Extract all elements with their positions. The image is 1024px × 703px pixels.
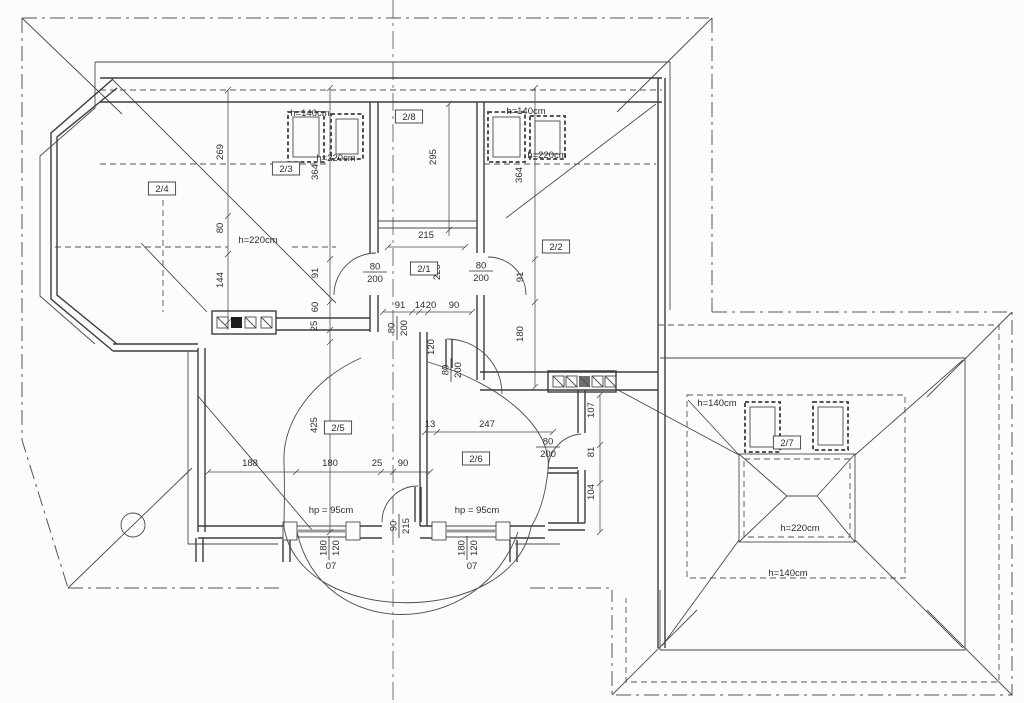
chimney-block-right bbox=[547, 370, 617, 393]
chimney-block-left bbox=[211, 310, 277, 335]
dim-label: 07 bbox=[326, 561, 337, 572]
room-label-box-2-5 bbox=[323, 420, 353, 435]
svg-text:80: 80 bbox=[543, 437, 554, 448]
svg-text:80: 80 bbox=[441, 365, 452, 376]
room-label-2-3: 2/3 bbox=[279, 164, 292, 175]
room-label-box-2-8 bbox=[394, 109, 424, 124]
room-label-box-2-3 bbox=[271, 161, 301, 176]
svg-text:120: 120 bbox=[469, 540, 480, 556]
dim-label: 295 bbox=[428, 149, 439, 165]
dim-label: 81 bbox=[586, 447, 597, 458]
roof-outline-annex bbox=[611, 311, 1013, 696]
svg-text:200: 200 bbox=[473, 273, 489, 284]
room-label-2-8: 2/8 bbox=[402, 112, 415, 123]
dim-label: h=140cm bbox=[697, 398, 736, 409]
dim-label: 188 bbox=[242, 458, 258, 469]
dim-label: 269 bbox=[215, 144, 226, 160]
dim-label: 91 bbox=[515, 272, 526, 283]
dim-label: 91 bbox=[310, 268, 321, 279]
dim-label: h=140cm bbox=[290, 108, 329, 119]
dim-label: hp = 95cm bbox=[309, 505, 354, 516]
eaves-outline-main bbox=[39, 61, 671, 545]
dim-label: 215 bbox=[418, 230, 434, 241]
svg-text:200: 200 bbox=[399, 320, 410, 336]
dim-label: hp = 95cm bbox=[455, 505, 500, 516]
room-label-box-2-2 bbox=[541, 239, 571, 254]
roof-outline-main bbox=[21, 17, 713, 589]
room-label-box-2-1 bbox=[409, 261, 439, 276]
svg-text:180: 180 bbox=[319, 540, 330, 556]
annex-pyramid-roof bbox=[661, 359, 964, 649]
svg-text:90: 90 bbox=[389, 521, 400, 532]
floor-plan-walls bbox=[50, 77, 666, 648]
roof-hip-lines bbox=[112, 79, 740, 531]
dim-label: 20 bbox=[426, 300, 437, 311]
dim-label: 25 bbox=[309, 321, 320, 332]
svg-text:180: 180 bbox=[457, 540, 468, 556]
room-label-2-7: 2/7 bbox=[780, 438, 793, 449]
room-label-2-5: 2/5 bbox=[331, 423, 344, 434]
room-label-box-2-7 bbox=[772, 435, 802, 450]
door-swings bbox=[333, 252, 582, 523]
dim-label: 07 bbox=[467, 561, 478, 572]
terrace-curves bbox=[283, 357, 549, 615]
dim-label: h=220cm bbox=[527, 150, 566, 161]
roof-windows bbox=[287, 111, 849, 453]
dim-label: 180 bbox=[322, 458, 338, 469]
sill-windows bbox=[282, 521, 511, 541]
roof-drain-circle bbox=[120, 512, 146, 538]
dim-label: 90 bbox=[398, 458, 409, 469]
svg-text:200: 200 bbox=[453, 362, 464, 378]
dim-label: 90 bbox=[449, 300, 460, 311]
dim-label: 60 bbox=[310, 302, 321, 313]
dim-label: 104 bbox=[586, 484, 597, 500]
dim-label: 25 bbox=[372, 458, 383, 469]
svg-text:80: 80 bbox=[370, 262, 381, 273]
dim-label: 14 bbox=[415, 300, 426, 311]
dim-label: h=140cm bbox=[506, 106, 545, 117]
svg-text:120: 120 bbox=[331, 540, 342, 556]
dim-label: h=140cm bbox=[768, 568, 807, 579]
dim-label: 144 bbox=[215, 272, 226, 288]
svg-text:200: 200 bbox=[540, 449, 556, 460]
dimension-lines bbox=[204, 84, 604, 536]
dim-label: 107 bbox=[586, 402, 597, 418]
svg-text:200: 200 bbox=[367, 274, 383, 285]
dim-label: 80 bbox=[215, 223, 226, 234]
labels-layer: h=140cm h=220cm h=140cm h=220cm 269 364 295 364… bbox=[147, 106, 820, 579]
filled-flue bbox=[231, 317, 242, 328]
dim-label: 91 bbox=[395, 300, 406, 311]
room-label-box-2-4 bbox=[147, 181, 177, 196]
dim-label: 364 bbox=[514, 167, 525, 183]
dim-label: 13 bbox=[425, 419, 436, 430]
dim-label: 425 bbox=[309, 417, 320, 433]
dim-label: 364 bbox=[310, 164, 321, 180]
dim-label: h=220cm bbox=[780, 523, 819, 534]
svg-text:80: 80 bbox=[476, 261, 487, 272]
svg-text:215: 215 bbox=[401, 518, 412, 534]
dim-label: 120 bbox=[426, 339, 437, 355]
room-label-2-4: 2/4 bbox=[155, 184, 168, 195]
dim-label: 180 bbox=[515, 326, 526, 342]
dim-label: h=220cm bbox=[238, 235, 277, 246]
dim-label: h=220cm bbox=[316, 153, 355, 164]
room-label-2-2: 2/2 bbox=[549, 242, 562, 253]
svg-text:80: 80 bbox=[387, 323, 398, 334]
room-label-box-2-6 bbox=[461, 451, 491, 466]
room-label-2-6: 2/6 bbox=[469, 454, 482, 465]
dim-label: 247 bbox=[479, 419, 495, 430]
room-label-2-1: 2/1 bbox=[417, 264, 430, 275]
